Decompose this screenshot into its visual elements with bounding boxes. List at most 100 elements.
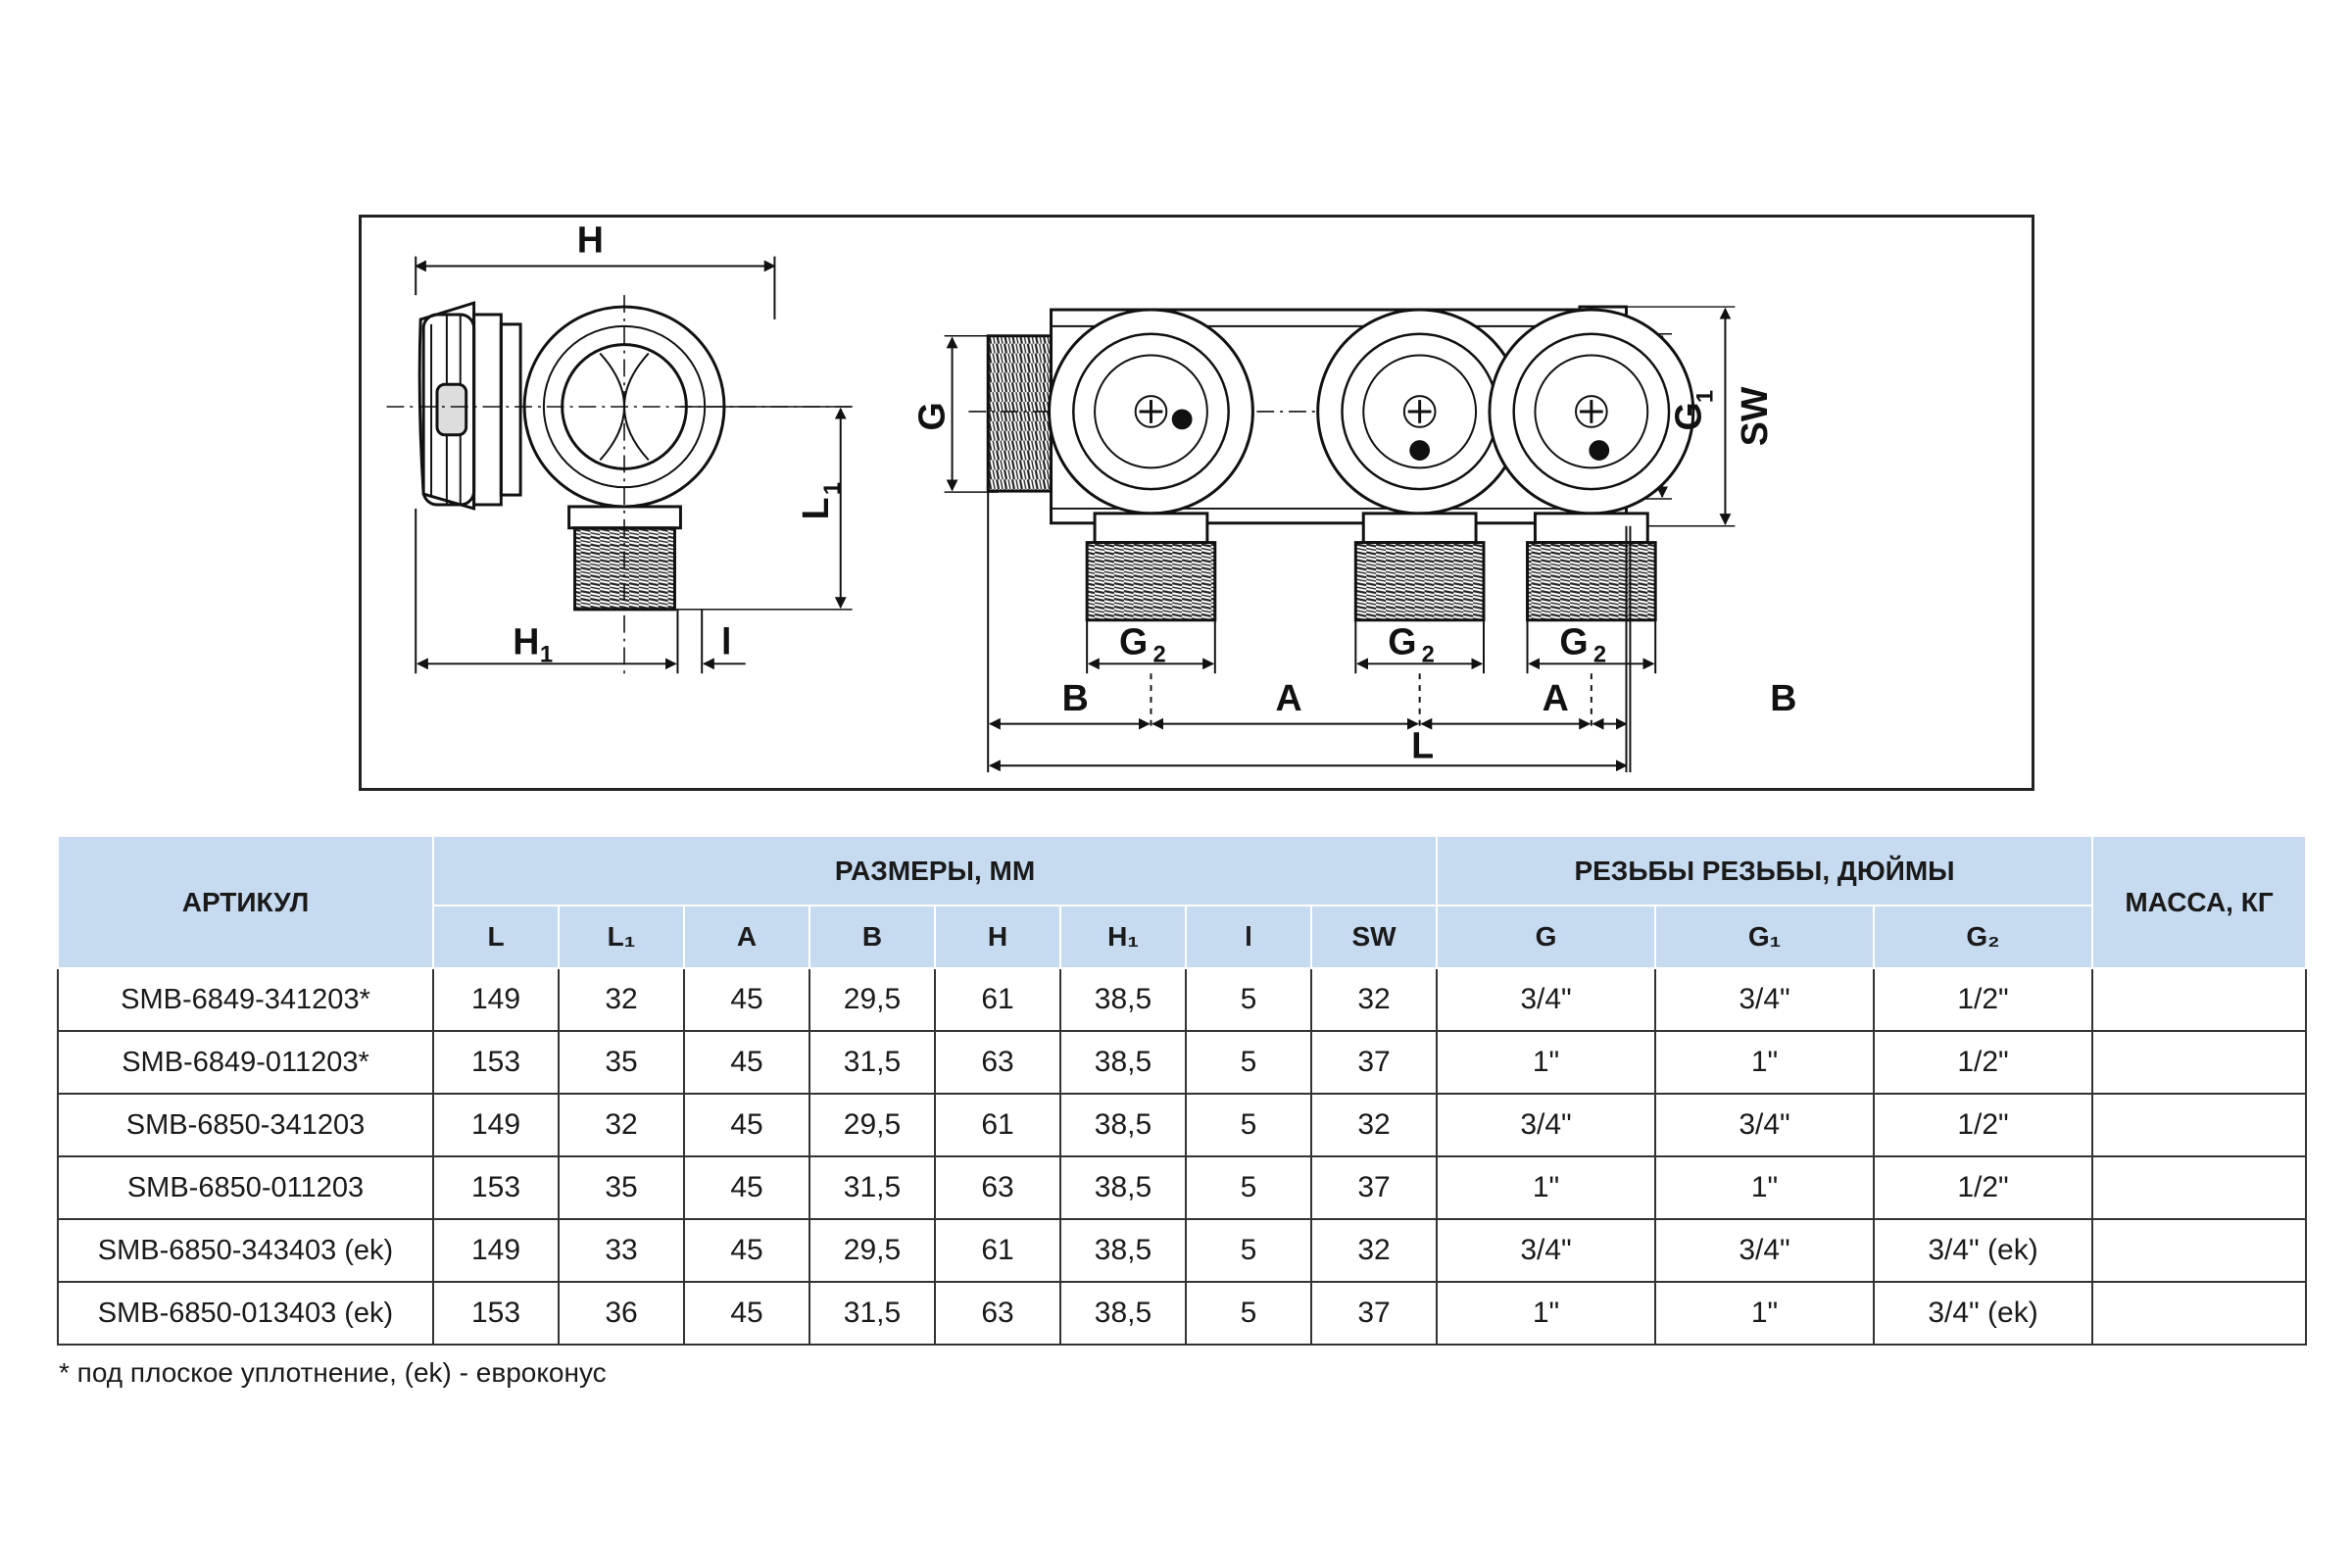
table-cell: 1": [1436, 1155, 1657, 1220]
table-cell: 63: [934, 1281, 1061, 1346]
table-cell: 61: [934, 1093, 1061, 1157]
table-cell: 32: [558, 967, 685, 1032]
table-cell: 3/4": [1436, 1093, 1657, 1157]
table-cell: 38,5: [1059, 1093, 1187, 1157]
table-cell: [2091, 1093, 2308, 1157]
table-cell: 38,5: [1059, 1281, 1187, 1346]
dim-label-L1: L 1: [795, 482, 846, 520]
table-cell: 37: [1309, 1281, 1439, 1346]
table-cell: 32: [1309, 1093, 1439, 1157]
svg-text:G: G: [1559, 620, 1588, 662]
dim-label-L: L: [1411, 724, 1434, 765]
table-cell: 3/4": [1436, 1218, 1657, 1283]
dim-label-A-1: A: [1275, 677, 1301, 718]
table-cell: 1/2": [1873, 1093, 2094, 1157]
dim-label-G1: G 1: [1668, 390, 1719, 431]
svg-text:G: G: [1119, 620, 1148, 662]
article-cell: SMB-6849-341203*: [57, 967, 434, 1032]
header-threads: РЕЗЬБЫ РЕЗЬБЫ, ДЮЙМЫ: [1436, 835, 2094, 906]
table-cell: 3/4": [1654, 1093, 1876, 1157]
svg-text:1: 1: [819, 482, 846, 495]
header-article: АРТИКУЛ: [57, 835, 434, 969]
table-cell: 63: [934, 1155, 1061, 1220]
svg-text:1: 1: [540, 641, 553, 667]
table-cell: [2091, 1218, 2308, 1283]
table-cell: 5: [1185, 967, 1312, 1032]
table-cell: 32: [1309, 967, 1439, 1032]
article-cell: SMB-6850-011203: [57, 1155, 434, 1220]
col-header: A: [683, 905, 810, 969]
table-cell: 45: [683, 1281, 810, 1346]
table-cell: 5: [1185, 1093, 1312, 1157]
header-dimensions: РАЗМЕРЫ, ММ: [431, 835, 1439, 906]
table-cell: 31,5: [808, 1155, 936, 1220]
table-cell: 61: [934, 967, 1061, 1032]
svg-text:G: G: [1668, 402, 1709, 430]
dim-label-G2-2: G 2: [1388, 620, 1435, 667]
col-header: L: [432, 905, 560, 969]
dim-label-B-left: B: [1062, 677, 1089, 718]
article-cell: SMB-6850-343403 (ek): [57, 1218, 434, 1283]
footnote: * под плоское уплотнение, (ek) - еврокон…: [59, 1357, 607, 1388]
spec-table: АРТИКУЛ РАЗМЕРЫ, ММ РЕЗЬБЫ РЕЗЬБЫ, ДЮЙМЫ…: [57, 835, 2308, 1346]
col-header: B: [808, 905, 936, 969]
col-header: G₂: [1873, 905, 2094, 969]
table-cell: 38,5: [1059, 1218, 1187, 1283]
table-cell: 5: [1185, 1281, 1312, 1346]
svg-text:1: 1: [1692, 390, 1719, 403]
article-cell: SMB-6849-011203*: [57, 1030, 434, 1095]
dim-label-H1: H 1: [513, 620, 553, 667]
svg-text:H: H: [513, 620, 539, 662]
table-cell: 45: [683, 967, 810, 1032]
table-cell: [2091, 1030, 2308, 1095]
table-cell: 1": [1436, 1281, 1657, 1346]
table-cell: 45: [683, 1218, 810, 1283]
table-cell: 29,5: [808, 967, 936, 1032]
table-cell: 1": [1654, 1155, 1876, 1220]
outlet-1: [1048, 308, 1254, 622]
article-cell: SMB-6850-341203: [57, 1093, 434, 1157]
table-cell: 149: [432, 1093, 560, 1157]
col-header: SW: [1309, 905, 1439, 969]
dim-label-G2-3: G 2: [1559, 620, 1606, 667]
table-cell: 153: [432, 1281, 560, 1346]
table-cell: 5: [1185, 1155, 1312, 1220]
table-cell: 37: [1309, 1155, 1439, 1220]
table-cell: 3/4": [1654, 967, 1876, 1032]
table-cell: 45: [683, 1030, 810, 1095]
table-cell: 153: [432, 1030, 560, 1095]
table-cell: 29,5: [808, 1218, 936, 1283]
table-cell: 32: [558, 1093, 685, 1157]
table-cell: 61: [934, 1218, 1061, 1283]
table-cell: 3/4": [1654, 1218, 1876, 1283]
table-cell: 1": [1654, 1030, 1876, 1095]
table-cell: 3/4" (ek): [1873, 1281, 2094, 1346]
dim-label-A-2: A: [1543, 677, 1569, 718]
col-header: G₁: [1654, 905, 1876, 969]
dim-label-SW: SW: [1734, 386, 1775, 446]
technical-drawing: H L 1 H 1 l: [359, 215, 2034, 791]
table-cell: 36: [558, 1281, 685, 1346]
table-cell: 3/4" (ek): [1873, 1218, 2094, 1283]
dim-label-G: G: [911, 402, 953, 430]
table-cell: 31,5: [808, 1030, 936, 1095]
col-header: l: [1185, 905, 1312, 969]
table-cell: 45: [683, 1155, 810, 1220]
table-cell: 31,5: [808, 1281, 936, 1346]
table-cell: 3/4": [1436, 967, 1657, 1032]
table-cell: [2091, 1281, 2308, 1346]
table-cell: 1": [1654, 1281, 1876, 1346]
table-cell: 1/2": [1873, 967, 2094, 1032]
dim-label-B-right: B: [1770, 677, 1796, 718]
front-dimensions: [987, 491, 1657, 773]
table-cell: 29,5: [808, 1093, 936, 1157]
outlet-2: [1316, 308, 1524, 622]
dim-label-G2-1: G 2: [1119, 620, 1166, 667]
header-mass: МАССА, КГ: [2091, 835, 2308, 969]
svg-text:2: 2: [1422, 641, 1435, 667]
